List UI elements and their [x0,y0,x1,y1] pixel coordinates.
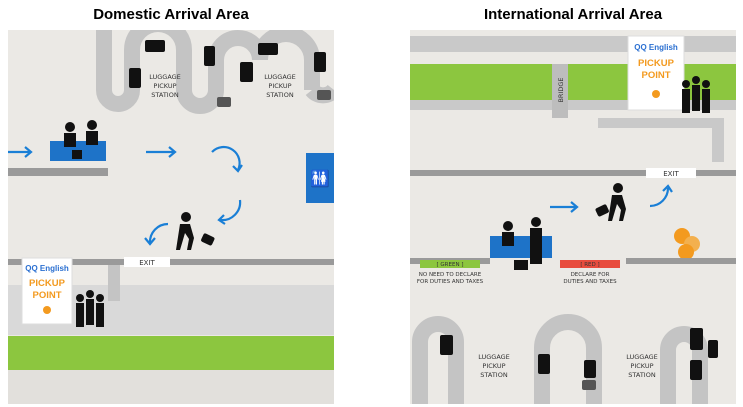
international-arrival-map: BRIDGE EXIT QQ English PICKUP POINT [410,30,736,404]
svg-text:STATION: STATION [480,371,508,379]
svg-text:PICKUP: PICKUP [630,362,653,370]
currency-exchange-icon [674,228,700,260]
svg-text:QQ English: QQ English [634,43,678,52]
restroom-icon: 🚻 [306,153,334,203]
svg-text:PICKUP: PICKUP [268,82,291,90]
domestic-exit [124,257,170,267]
svg-text:PICKUP: PICKUP [153,82,176,90]
international-pickup-point: QQ English PICKUP POINT [627,35,685,111]
luggage-station-label-2: LUGGAGE PICKUP STATION [264,73,296,99]
svg-text:DECLARE FOR: DECLARE FOR [571,272,610,278]
direction-arrows [8,145,243,246]
svg-text:POINT: POINT [641,70,670,81]
svg-text:PICKUP: PICKUP [638,58,675,69]
red-lane-label: [ RED ] [580,262,599,268]
svg-text:NO NEED TO DECLARE: NO NEED TO DECLARE [419,272,482,278]
luggage-carousel-middle [534,314,602,404]
luggage-station-label-1: LUGGAGE PICKUP STATION [478,353,510,379]
svg-text:PICKUP: PICKUP [29,278,66,289]
svg-text:LUGGAGE: LUGGAGE [264,73,296,81]
svg-text:QQ English: QQ English [25,264,69,273]
direction-arrows [550,184,673,213]
international-area-title: International Arrival Area [483,6,663,23]
luggage-station-label-2: LUGGAGE PICKUP STATION [626,353,658,379]
luggage-station-label-1: LUGGAGE PICKUP STATION [149,73,181,99]
svg-text:FOR DUTIES AND TAXES: FOR DUTIES AND TAXES [417,279,484,285]
people-group-icon [682,76,710,113]
people-group-icon [76,290,104,327]
bridge [552,64,568,118]
suitcase-icon [440,328,718,390]
luggage-carousel-left [412,316,464,404]
international-exit [646,168,696,178]
svg-text:LUGGAGE: LUGGAGE [626,353,658,361]
customs-counter [490,236,552,258]
svg-text:POINT: POINT [32,290,61,301]
domestic-area-title: Domestic Arrival Area [93,6,249,23]
luggage-carousel-left [96,30,192,112]
exit-label: EXIT [663,170,679,178]
domestic-arrival-map: LUGGAGE PICKUP STATION LUGGAGE PICKUP ST… [8,30,334,404]
traveler-icon [176,212,215,250]
svg-text:STATION: STATION [628,371,656,379]
svg-text:STATION: STATION [266,91,294,99]
svg-text:DUTIES AND TAXES: DUTIES AND TAXES [563,279,617,285]
svg-text:🚻: 🚻 [310,169,330,188]
suitcase-icon [129,40,331,107]
svg-text:BRIDGE: BRIDGE [557,77,565,102]
traveler-icon [595,183,626,221]
svg-text:LUGGAGE: LUGGAGE [149,73,181,81]
green-lane-label: [ GREEN ] [437,262,464,268]
officer-icon [64,120,98,159]
exit-label: EXIT [139,259,155,267]
domestic-pickup-point: QQ English PICKUP POINT [21,257,73,325]
svg-text:LUGGAGE: LUGGAGE [478,353,510,361]
svg-text:STATION: STATION [151,91,179,99]
officer-icon [502,217,542,270]
green-lane [8,336,334,370]
svg-text:PICKUP: PICKUP [482,362,505,370]
